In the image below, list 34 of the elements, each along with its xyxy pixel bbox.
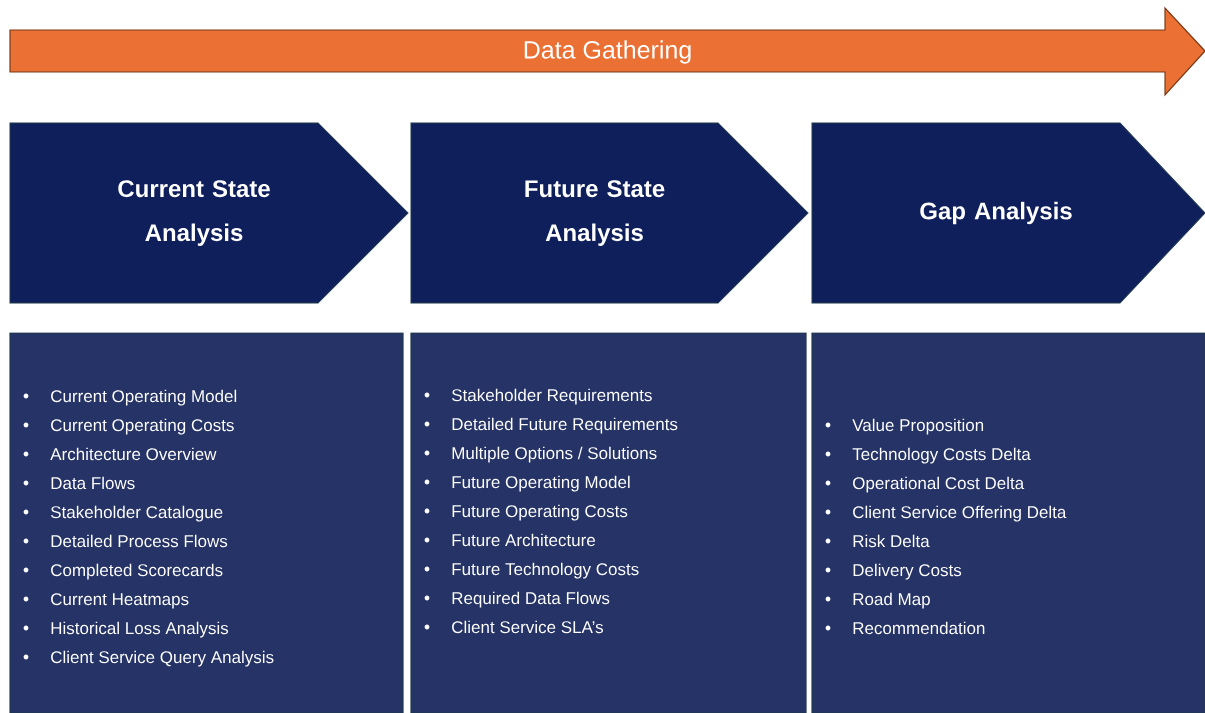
bullet-item: Current Operating Model bbox=[51, 389, 237, 406]
bullet-item: Historical Loss Analysis bbox=[51, 621, 229, 638]
bullet-item: Risk Delta bbox=[853, 534, 930, 548]
bullet-item: Future Operating Costs bbox=[452, 504, 628, 521]
bullet-item: Road Map bbox=[853, 592, 930, 609]
bullet-item: Technology Costs Delta bbox=[852, 447, 1031, 464]
step-box: Future State Analysis bbox=[410, 122, 809, 304]
bullet-item: Future Architecture bbox=[452, 533, 595, 547]
bullet-item: Completed Scorecards bbox=[51, 563, 223, 580]
bullet-item: Future Technology Costs bbox=[452, 562, 639, 579]
step-box: Gap Analysis bbox=[811, 122, 1205, 304]
bullet-item: Client Service Offering Delta bbox=[853, 505, 1067, 522]
bullet-item: Stakeholder Catalogue bbox=[50, 505, 223, 522]
list-box bbox=[811, 332, 1205, 713]
bullet-item: Client Service SLA’s bbox=[452, 620, 603, 634]
bullet-item: Delivery Costs bbox=[853, 563, 962, 580]
list-box bbox=[410, 332, 807, 713]
bullet-item: Required Data Flows bbox=[452, 591, 610, 608]
list-box bbox=[9, 332, 404, 713]
bullet-item: Future Operating Model bbox=[452, 475, 630, 492]
bullet-item: Client Service Query Analysis bbox=[51, 650, 274, 667]
bullet-item: Detailed Process Flows bbox=[51, 534, 228, 548]
bullet-item: Recommendation bbox=[853, 621, 985, 635]
arrow-banner: Data Gathering bbox=[9, 6, 1205, 97]
bullet-item: Current Heatmaps bbox=[51, 593, 189, 609]
bullet-item: Multiple Options / Solutions bbox=[452, 446, 657, 463]
bullet-item: Detailed Future Requirements bbox=[452, 417, 678, 434]
bullet-item: Data Flows bbox=[51, 476, 135, 490]
bullet-item: Operational Cost Delta bbox=[853, 476, 1025, 493]
bullet-item: Architecture Overview bbox=[50, 447, 217, 461]
bullet-item: Value Proposition bbox=[852, 418, 984, 435]
bullet-item: Current Operating Costs bbox=[51, 418, 234, 435]
bullet-item: Stakeholder Requirements bbox=[451, 388, 652, 405]
step-box: Current State Analysis bbox=[9, 122, 409, 304]
